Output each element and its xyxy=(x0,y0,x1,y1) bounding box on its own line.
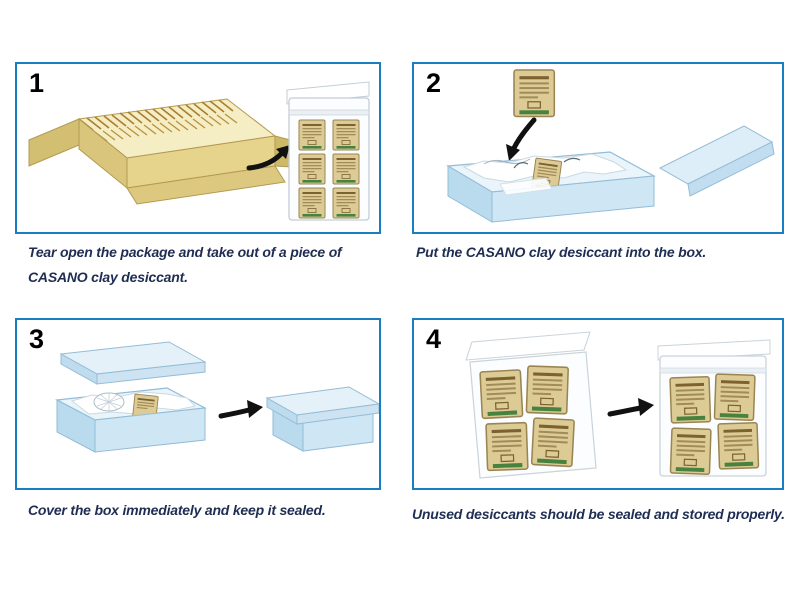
open-box-icon xyxy=(446,151,656,223)
box-lid-icon xyxy=(658,125,775,197)
step-1-illustration xyxy=(28,81,370,221)
step-2-illustration xyxy=(446,69,775,223)
desiccant-packet-icon xyxy=(513,69,556,118)
step-number: 3 xyxy=(29,324,45,354)
step-2-panel: 2 xyxy=(412,62,784,234)
step-4-illustration xyxy=(465,331,771,479)
cardboard-box-icon xyxy=(28,98,314,205)
step-number: 1 xyxy=(29,68,45,98)
arrow-down-icon xyxy=(506,117,537,161)
arrow-right-icon xyxy=(218,400,263,419)
step-1-caption: Tear open the package and take out of a … xyxy=(28,244,342,285)
step-4-panel: 4 xyxy=(412,318,784,490)
step-1-panel: 1 xyxy=(15,62,381,234)
step-number: 2 xyxy=(426,68,442,98)
arrow-right-icon xyxy=(607,398,654,417)
step-3-panel: 3 xyxy=(15,318,381,490)
step-number: 4 xyxy=(426,324,442,354)
open-storage-bag-icon xyxy=(465,331,597,479)
closed-box-icon xyxy=(265,386,379,452)
step-4-caption: Unused desiccants should be sealed and s… xyxy=(412,506,785,522)
step-2-caption: Put the CASANO clay desiccant into the b… xyxy=(416,244,707,260)
step-3-illustration xyxy=(54,341,379,453)
open-box-icon xyxy=(54,387,208,453)
desiccant-bag-icon xyxy=(286,81,370,221)
lid-above-box-icon xyxy=(59,341,207,385)
step-3-caption: Cover the box immediately and keep it se… xyxy=(28,502,326,518)
arrow-right-icon xyxy=(246,145,290,171)
sealed-storage-bag-icon xyxy=(657,339,771,477)
